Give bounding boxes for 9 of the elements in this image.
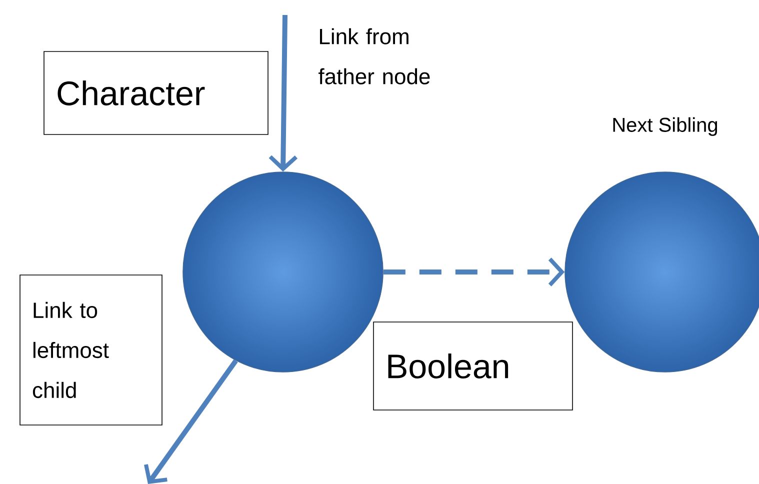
arrow [383,258,565,286]
node-caption: Next Sibling [613,117,718,136]
text-box: Character [44,51,268,135]
circle [182,172,384,372]
text-box: Boolean [373,322,573,410]
edge-label: Link from father node [318,28,430,84]
arrow [268,14,298,172]
text-box: Link to leftmost child [20,274,162,426]
arrow [144,359,238,484]
